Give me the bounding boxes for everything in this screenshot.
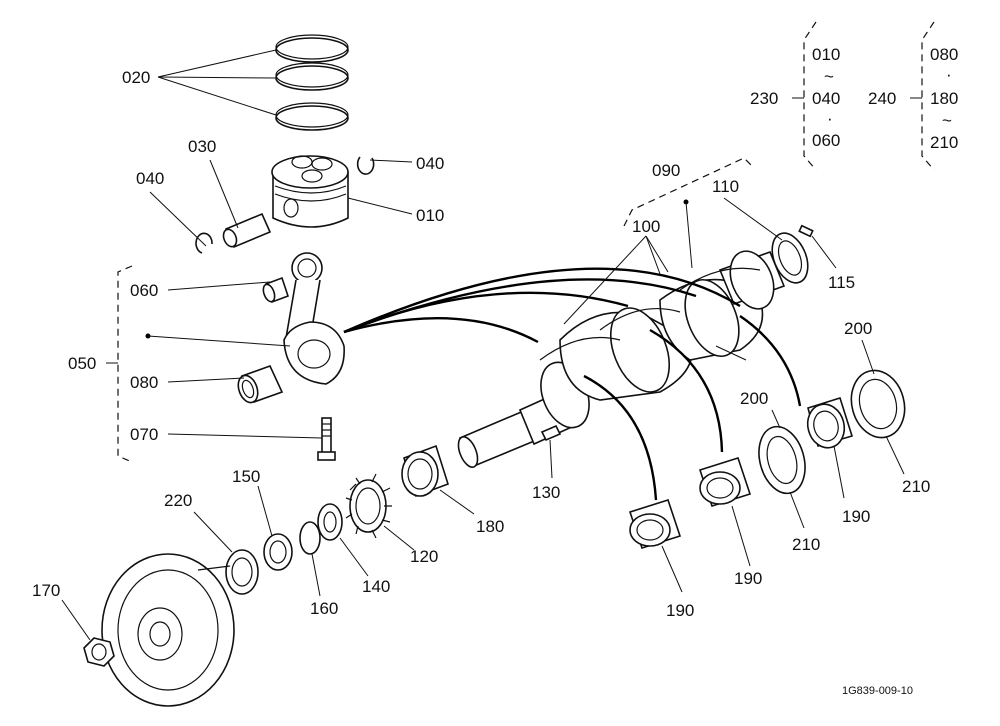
crankshaft-gear	[345, 473, 392, 539]
pin-115	[798, 224, 814, 238]
key	[540, 424, 562, 442]
piston-pin	[222, 212, 272, 249]
label-220: 220	[164, 491, 192, 510]
legend-230-sep1: ~	[824, 67, 834, 86]
legend-230-line1: 010	[812, 45, 840, 64]
assembly-arrows	[343, 267, 802, 501]
bracket-050	[106, 265, 133, 463]
washer-140	[317, 503, 343, 541]
legend-230-label: 230	[750, 89, 778, 108]
leader-lines	[61, 49, 905, 641]
label-200-left: 200	[740, 389, 768, 408]
label-030: 030	[188, 137, 216, 156]
piston-rings	[275, 34, 349, 131]
bracket-240	[910, 21, 935, 171]
crankshaft	[457, 250, 786, 468]
label-090: 090	[652, 161, 680, 180]
label-110: 110	[712, 177, 739, 196]
nut-170	[83, 637, 115, 667]
label-160: 160	[310, 599, 338, 618]
set-legend-240: 240 080 · 180 ~ 210	[868, 45, 958, 152]
crankshaft-bearing-110	[771, 232, 809, 284]
main-bearing-190-b	[698, 457, 752, 507]
crankshaft-pulley	[101, 553, 235, 707]
legend-240-line2: 180	[930, 89, 958, 108]
legend-230-line2: 040	[812, 89, 840, 108]
label-180: 180	[476, 517, 504, 536]
bearing-180	[401, 444, 449, 498]
part-labels: 020 040 030 040 010 060 050 080 070 090 …	[32, 68, 930, 620]
legend-240-sep2: ~	[942, 111, 952, 130]
connecting-rod-bolt	[317, 417, 336, 461]
main-bearing-190-a	[628, 499, 682, 549]
thrust-washer-200-b	[850, 369, 906, 439]
set-legend-230: 230 010 ~ 040 · 060	[750, 45, 840, 150]
bracket-230	[792, 21, 817, 171]
label-190-low: 190	[666, 601, 694, 620]
legend-240-label: 240	[868, 89, 896, 108]
label-170: 170	[32, 581, 60, 600]
label-060: 060	[130, 281, 158, 300]
label-040-right: 040	[416, 154, 444, 173]
legend-230-sep2: ·	[827, 109, 833, 128]
label-040-left: 040	[136, 169, 164, 188]
legend-240-line3: 210	[930, 133, 958, 152]
piston	[271, 155, 349, 228]
label-020: 020	[122, 68, 150, 87]
label-190-mid: 190	[734, 569, 762, 588]
label-210-right: 210	[902, 477, 930, 496]
bracket-090	[623, 157, 753, 227]
label-190-right: 190	[842, 507, 870, 526]
big-end-bearing	[237, 365, 284, 404]
label-140: 140	[362, 577, 390, 596]
snap-rings	[195, 156, 375, 254]
thrust-washer-200-a	[758, 425, 806, 495]
label-080: 080	[130, 373, 158, 392]
label-130: 130	[532, 483, 560, 502]
label-200-right: 200	[844, 319, 872, 338]
legend-240-sep1: ·	[946, 65, 952, 84]
label-010: 010	[416, 206, 444, 225]
drawing-code: 1G839-009-10	[842, 685, 913, 697]
label-120: 120	[410, 547, 438, 566]
small-end-bushing	[262, 276, 290, 304]
main-bearing-190-c	[806, 396, 854, 449]
label-150: 150	[232, 467, 260, 486]
connecting-rod	[283, 252, 345, 385]
oil-seal-220	[225, 549, 259, 595]
label-115: 115	[828, 273, 855, 292]
legend-240-line1: 080	[930, 45, 958, 64]
o-ring-160	[299, 521, 321, 555]
collar-150	[263, 533, 293, 571]
legend-230-line3: 060	[812, 131, 840, 150]
label-070: 070	[130, 425, 158, 444]
label-050: 050	[68, 354, 96, 373]
label-210-mid: 210	[792, 535, 820, 554]
label-100: 100	[632, 217, 660, 236]
